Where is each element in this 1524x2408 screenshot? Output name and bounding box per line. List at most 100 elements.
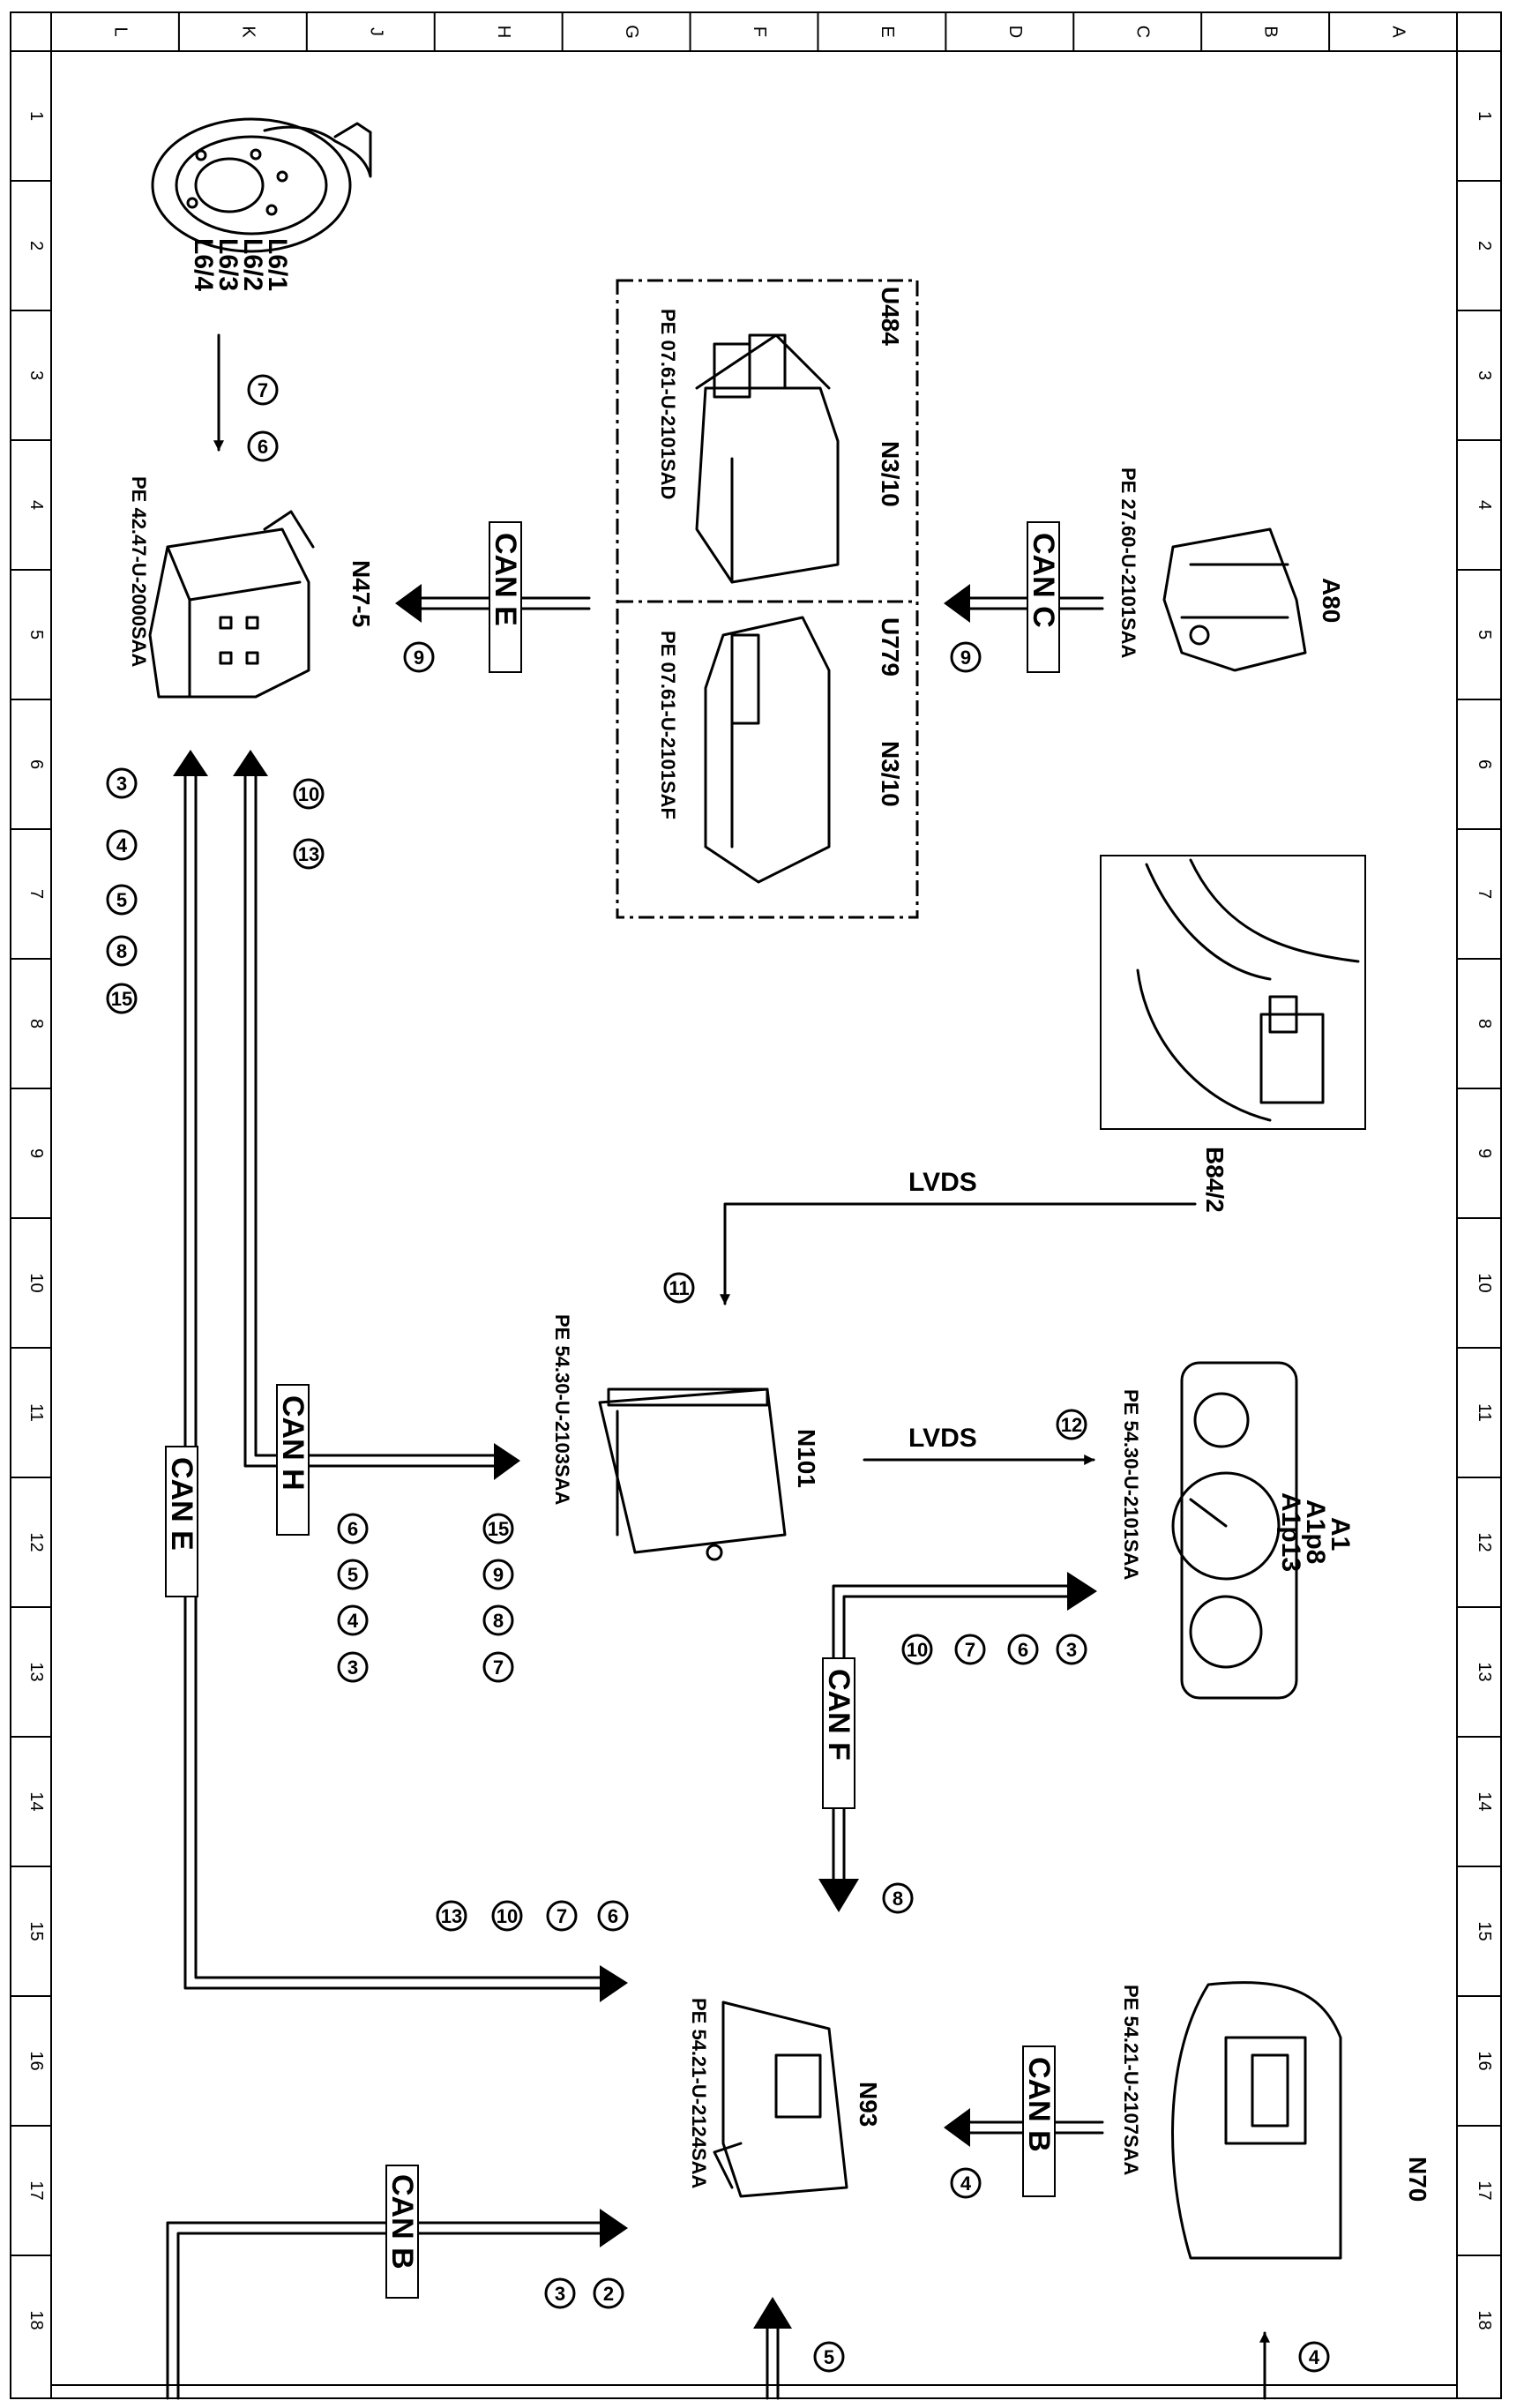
marker-n101-h: 3 — [347, 1656, 358, 1679]
row-label-13-left: 13 — [26, 1662, 46, 1681]
can-b-bottom-bus: CAN B 2 3 — [166, 2165, 628, 2400]
marker-canh-2: 13 — [298, 843, 319, 865]
marker-a1-12: 12 — [1061, 1414, 1082, 1436]
row-label-2-right: 2 — [1475, 241, 1494, 251]
a1-label-2: A1p8 — [1301, 1499, 1330, 1564]
lvds-a1-line: LVDS — [863, 1424, 1095, 1465]
n70-pe-ref: PE 54.21-U-2107SAA — [1120, 1985, 1142, 2176]
n93-pe-ref: PE 54.21-U-2124SAA — [688, 1998, 710, 2189]
row-label-5-left: 5 — [26, 630, 46, 639]
marker-n70-4: 4 — [960, 2172, 972, 2195]
column-label-b: B — [1261, 26, 1281, 37]
row-label-14-left: 14 — [26, 1791, 46, 1811]
abs-unit-icon — [148, 510, 315, 699]
can-e-top-bus: CAN E — [395, 521, 591, 673]
l6-label-4: L6/4 — [189, 238, 218, 291]
row-label-13-right: 13 — [1475, 1662, 1494, 1681]
column-label-h: H — [494, 26, 513, 38]
row-label-6-left: 6 — [26, 759, 46, 769]
column-label-j: J — [366, 27, 385, 36]
row-label-2-left: 2 — [26, 241, 46, 251]
row-label-1-left: 1 — [26, 111, 46, 121]
n101-pe-ref: PE 54.30-U-2103SAA — [551, 1314, 573, 1506]
u779-pe-ref: PE 07.61-U-2101SAF — [657, 631, 679, 819]
n70-overhead-icon — [1171, 1981, 1342, 2260]
b84-2-camera: B84/2 — [1100, 855, 1366, 1213]
n47-pe-ref: PE 42.47-U-2000SAA — [128, 476, 150, 668]
wheel-sensor-icon — [151, 117, 372, 253]
row-label-9-left: 9 — [26, 1148, 46, 1158]
u484-name: N3/10 — [877, 441, 904, 507]
row-label-10-left: 10 — [26, 1273, 46, 1292]
n93-module: N93 PE 54.21-U-2124SAA 6 7 10 13 — [436, 1900, 882, 2198]
marker-n101-11: 11 — [669, 1277, 689, 1299]
column-label-g: G — [622, 25, 641, 39]
a80-label: A80 — [1318, 578, 1345, 623]
n70-label: N70 — [1404, 2157, 1431, 2202]
can-c-label: CAN C — [1027, 533, 1060, 628]
n47-marker-list: 3 4 5 8 15 — [106, 767, 138, 1014]
row-label-7-left: 7 — [26, 889, 46, 899]
n47-label: N47-5 — [347, 560, 375, 627]
column-label-l: L — [110, 26, 130, 36]
a1-pe-ref: PE 54.30-U-2101SAA — [1120, 1389, 1142, 1581]
marker-n93-list-2: 7 — [557, 1905, 567, 1927]
u484-code: U484 — [877, 287, 904, 346]
row-label-16-right: 16 — [1475, 2051, 1494, 2070]
can-f-bus: CAN F 8 — [818, 1572, 1097, 1914]
marker-bottom-4: 4 — [1309, 2346, 1320, 2368]
can-e-main-label: CAN E — [165, 1457, 198, 1551]
u484-ecu-icon — [695, 333, 840, 584]
marker-n47-list-5: 15 — [111, 988, 132, 1010]
marker-n47-list-3: 5 — [116, 889, 127, 911]
row-label-14-right: 14 — [1475, 1791, 1494, 1811]
row-label-18-left: 18 — [26, 2310, 46, 2329]
n70-module: N70 PE 54.21-U-2107SAA — [1120, 1981, 1431, 2260]
row-label-4-right: 4 — [1475, 500, 1494, 510]
row-label-16-left: 16 — [26, 2051, 46, 2070]
marker-canh-1: 10 — [298, 783, 319, 805]
marker-a1-list-2: 6 — [1018, 1639, 1028, 1661]
a1-label-3: A1p13 — [1276, 1492, 1305, 1572]
marker-n47-list-2: 4 — [116, 834, 128, 856]
can-h-label: CAN H — [276, 1395, 310, 1491]
marker-bottom-5: 5 — [824, 2346, 834, 2368]
marker-l6-b: 6 — [258, 436, 268, 458]
l6-label-3: L6/3 — [213, 238, 243, 291]
marker-n101-f: 5 — [347, 1564, 358, 1586]
n93-unit-icon — [713, 2000, 848, 2198]
can-e-main-bus: CAN E — [165, 750, 628, 2002]
row-label-3-left: 3 — [26, 370, 46, 380]
marker-n93-list-4: 13 — [441, 1905, 462, 1927]
can-c-bus: CAN C 9 — [944, 521, 1104, 673]
b84-label: B84/2 — [1201, 1147, 1229, 1213]
marker-n47-list-1: 3 — [116, 773, 127, 795]
n101-module: N101 PE 54.30-U-2103SAA 15 9 8 7 6 5 4 3 — [337, 1314, 820, 1683]
row-label-11-left: 11 — [26, 1403, 46, 1422]
marker-a80-9: 9 — [960, 647, 971, 669]
camera-illustration — [1136, 858, 1360, 1122]
marker-a1-list-1: 3 — [1066, 1639, 1077, 1661]
marker-n101-b: 9 — [493, 1564, 504, 1586]
row-label-8-left: 8 — [26, 1019, 46, 1028]
n101-unit-icon — [598, 1387, 787, 1561]
row-label-9-right: 9 — [1475, 1148, 1494, 1158]
row-label-6-right: 6 — [1475, 759, 1494, 769]
marker-n47-9: 9 — [414, 647, 424, 669]
marker-bottom-3: 3 — [555, 2283, 565, 2305]
row-label-12-right: 12 — [1475, 1532, 1494, 1552]
u484-pe-ref: PE 07.61-U-2101SAD — [657, 309, 679, 499]
row-label-17-right: 17 — [1475, 2180, 1494, 2200]
n101-label: N101 — [793, 1429, 820, 1488]
l6-wheel-sensor: L6/1 L6/2 L6/3 L6/4 7 6 — [151, 117, 372, 462]
marker-a1-list-4: 10 — [907, 1639, 928, 1661]
cluster-illustration — [1171, 1361, 1298, 1700]
can-h-bus: CAN H 10 13 — [233, 750, 520, 1536]
column-label-e: E — [878, 26, 897, 37]
can-f-label: CAN F — [822, 1669, 855, 1761]
lvds-a1-label: LVDS — [908, 1424, 977, 1453]
a80-actuator-icon — [1162, 527, 1307, 672]
column-label-c: C — [1133, 26, 1153, 38]
marker-n47-list-4: 8 — [116, 940, 127, 962]
